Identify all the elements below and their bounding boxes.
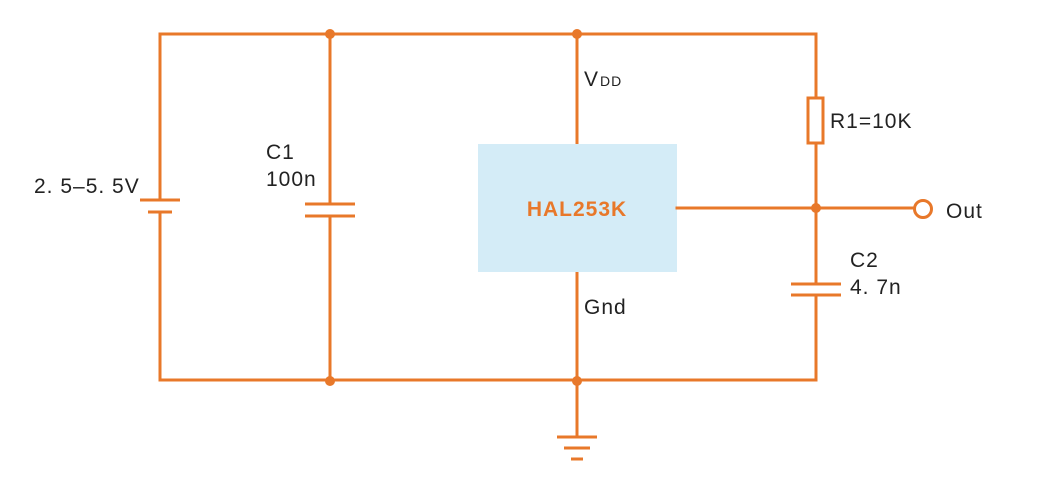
junction-dot: [572, 29, 582, 39]
vdd-label: VDD: [584, 68, 622, 91]
c2-value-label: 4. 7n: [850, 276, 902, 299]
junction-dot: [811, 203, 821, 213]
junction-dot: [325, 29, 335, 39]
ic-body: [478, 144, 677, 272]
junction-dot: [325, 376, 335, 386]
r1-label: R1=10K: [830, 110, 912, 133]
c1-name-label: C1: [266, 141, 295, 164]
c1-value-label: 100n: [266, 168, 317, 191]
r1-resistor-icon: [806, 96, 825, 145]
ic-name-label: HAL253K: [527, 198, 627, 221]
vdd-main-text: V: [584, 68, 599, 91]
vdd-sub-text: DD: [600, 73, 622, 89]
supply-voltage-label: 2. 5–5. 5V: [34, 175, 140, 198]
out-terminal-icon: [913, 199, 933, 219]
c2-name-label: C2: [850, 249, 879, 272]
junction-dot: [572, 376, 582, 386]
out-label: Out: [946, 200, 983, 223]
gnd-label: Gnd: [584, 296, 627, 319]
